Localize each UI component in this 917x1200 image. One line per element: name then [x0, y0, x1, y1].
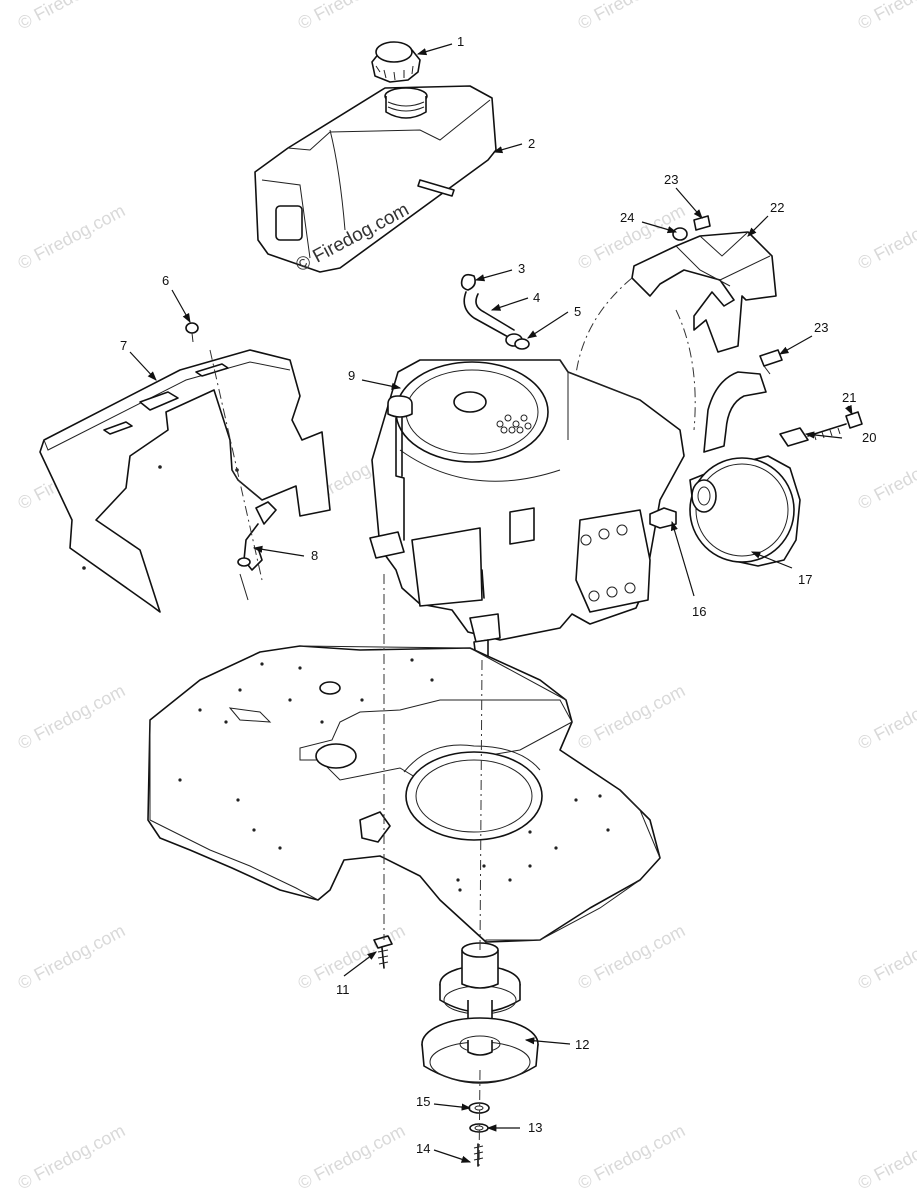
callout-13: 13 — [528, 1120, 542, 1135]
muffler — [649, 371, 801, 567]
watermark-text: © Firedog.com — [854, 680, 917, 753]
engine — [369, 359, 685, 659]
callout-17: 17 — [798, 572, 812, 587]
callout-4: 4 — [533, 290, 540, 305]
screw-6 — [185, 322, 199, 343]
watermark-text: © Firedog.com — [854, 1120, 917, 1193]
watermark-text: © Firedog.com — [14, 1120, 128, 1193]
callout-labels: 1 2 3 4 5 6 7 8 9 11 12 13 14 15 16 17 2… — [120, 34, 876, 1156]
watermark-text: © Firedog.com — [14, 920, 128, 993]
watermark-text: © Firedog.com — [574, 920, 688, 993]
callout-9: 9 — [348, 368, 355, 383]
callout-5: 5 — [574, 304, 581, 319]
mower-deck — [147, 645, 661, 943]
watermark-text: © Firedog.com — [854, 0, 917, 34]
watermark-text: © Firedog.com — [854, 440, 917, 513]
callout-12: 12 — [575, 1037, 589, 1052]
watermark-text: © Firedog.com — [294, 1120, 408, 1193]
watermark-text: © Firedog.com — [14, 0, 128, 34]
callout-11: 11 — [336, 982, 350, 997]
watermark-text: © Firedog.com — [294, 920, 408, 993]
callout-23-bottom: 23 — [814, 320, 828, 335]
bolt-20-21 — [779, 411, 863, 447]
watermark-text: © Firedog.com — [574, 0, 688, 34]
watermark-text: © Firedog.com — [854, 920, 917, 993]
screw-11 — [373, 935, 393, 969]
callout-16: 16 — [692, 604, 706, 619]
callout-3: 3 — [518, 261, 525, 276]
callout-20: 20 — [862, 430, 876, 445]
callout-23-top: 23 — [664, 172, 678, 187]
callout-21: 21 — [842, 390, 856, 405]
callout-2: 2 — [528, 136, 535, 151]
engine-shield — [39, 349, 331, 613]
engine-vents — [496, 414, 532, 434]
watermark-text: © Firedog.com — [14, 200, 128, 273]
callout-24: 24 — [620, 210, 634, 225]
muffler-bracket — [575, 215, 783, 431]
watermark-text: © Firedog.com — [574, 1120, 688, 1193]
assembly-centerlines — [209, 349, 483, 1171]
watermark-text: © Firedog.com — [14, 680, 128, 753]
callout-15: 15 — [416, 1094, 430, 1109]
fuel-tank — [254, 85, 497, 273]
clip-8 — [237, 501, 277, 601]
watermark-text: © Firedog.com — [574, 680, 688, 753]
fuel-cap — [371, 41, 421, 83]
callout-14: 14 — [416, 1141, 430, 1156]
callout-leaders — [129, 43, 853, 1163]
callout-8: 8 — [311, 548, 318, 563]
callout-7: 7 — [120, 338, 127, 353]
watermark-text: © Firedog.com — [294, 0, 408, 34]
callout-6: 6 — [162, 273, 169, 288]
fuel-hose-and-clamps — [460, 273, 530, 350]
watermark-text: © Firedog.com — [854, 200, 917, 273]
callout-22: 22 — [770, 200, 784, 215]
drive-pulleys — [421, 942, 539, 1084]
deck-holes — [178, 658, 610, 892]
callout-1: 1 — [457, 34, 464, 49]
